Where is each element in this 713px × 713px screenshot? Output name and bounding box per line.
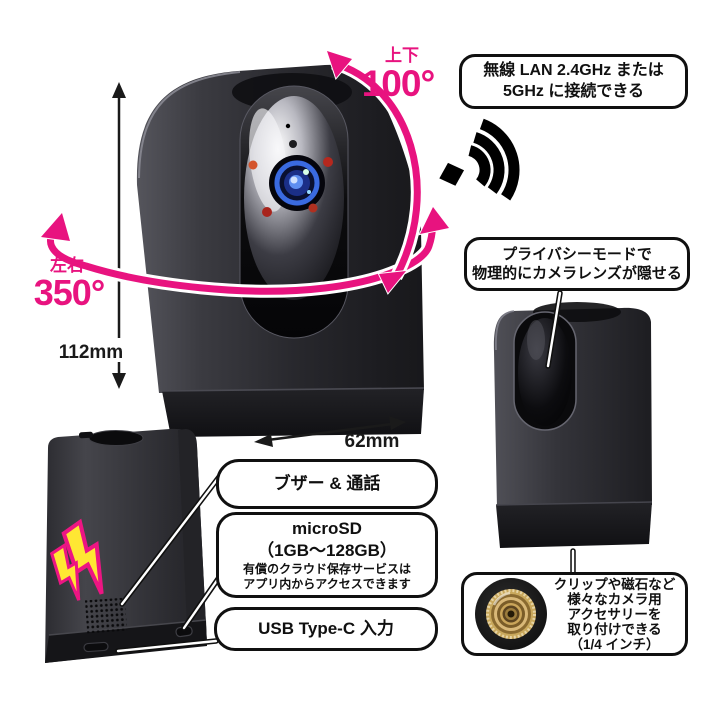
privacy-line-1: プライバシーモードで [502, 245, 652, 263]
height-dimension-label: 112mm [58, 342, 124, 363]
back-view-camera-illustration [45, 428, 207, 663]
lightning-bolt-icon [49, 518, 104, 601]
wireless-line-2: 5GHz に接続できる [502, 82, 645, 100]
callout-connector-lines [115, 290, 576, 654]
mount-line-1: クリップや磁石など [553, 576, 676, 592]
callout-microsd: microSD （1GB〜128GB） 有償のクラウド保存サービスは アプリ内か… [216, 512, 438, 598]
camera-lens [269, 155, 325, 211]
height-dimension-arrow [112, 82, 126, 389]
mount-line-3: アクセサリーを [567, 606, 662, 622]
callout-accessory-mount: クリップや磁石など 様々なカメラ用 アクセサリーを 取り付けできる （1/4 イ… [461, 572, 688, 656]
callout-privacy-mode: プライバシーモードで 物理的にカメラレンズが隠せる [464, 237, 690, 291]
main-camera-illustration [136, 64, 425, 437]
mount-line-2: 様々なカメラ用 [567, 591, 662, 607]
mount-line-5: （1/4 インチ） [569, 636, 660, 652]
microsd-title: microSD [292, 518, 362, 538]
tilt-rotation-arc [325, 49, 424, 295]
wireless-line-1: 無線 LAN 2.4GHz または [483, 61, 664, 79]
privacy-line-2: 物理的にカメラレンズが隠せる [472, 265, 682, 282]
callout-wireless-lan: 無線 LAN 2.4GHz または 5GHz に接続できる [459, 54, 688, 109]
pan-range-label: 左右 [50, 256, 84, 275]
wifi-signal-icon [439, 118, 520, 201]
tilt-range-value: 100° [361, 63, 436, 104]
usb-c-port [83, 641, 109, 653]
callout-usb-type-c: USB Type-C 入力 [214, 607, 438, 651]
microsd-capacity: （1GB〜128GB） [257, 541, 397, 560]
mount-line-4: 取り付けできる [567, 621, 662, 637]
microsd-note-1: 有償のクラウド保存サービスは [242, 562, 411, 577]
privacy-camera-illustration [493, 302, 653, 548]
speaker-grille [84, 597, 128, 634]
tripod-screw-thread-photo [474, 578, 547, 650]
width-dimension-label: 62mm [344, 431, 400, 452]
callout-buzzer-call: ブザー & 通話 [216, 459, 438, 509]
buzzer-label: ブザー & 通話 [273, 473, 381, 493]
usb-label: USB Type-C 入力 [258, 618, 394, 638]
ir-led-dots [248, 157, 333, 217]
microsd-note-2: アプリ内からアクセスできます [243, 577, 411, 592]
width-dimension-arrow [254, 416, 406, 447]
pan-range-value: 350° [33, 272, 105, 313]
tilt-range-label: 上下 [385, 46, 419, 65]
pan-rotation-arc [39, 205, 451, 298]
